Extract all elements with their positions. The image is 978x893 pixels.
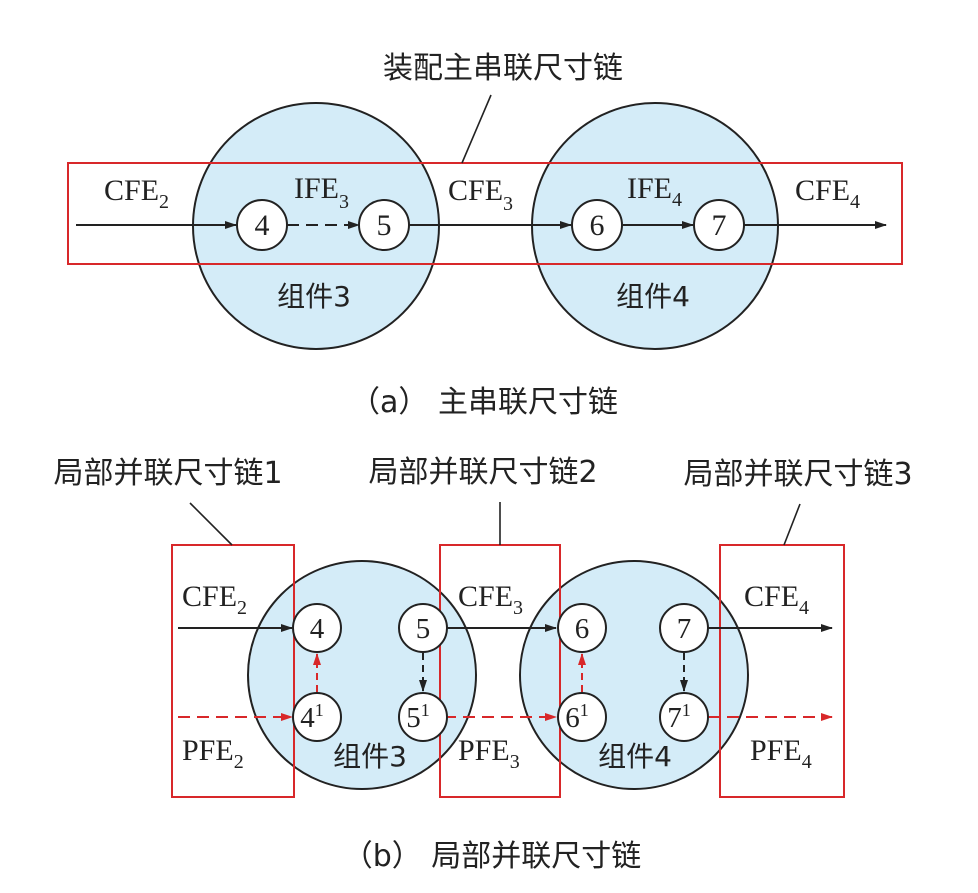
node-b-6-prime: 61 (557, 692, 607, 742)
main-chain-callout: 装配主串联尺寸链 (383, 51, 623, 86)
label-b-cfe4: CFE4 (744, 580, 809, 619)
svg-text:61: 61 (565, 700, 589, 734)
svg-text:7: 7 (712, 209, 727, 242)
local-chain-2-callout: 局部并联尺寸链2 (368, 455, 597, 490)
label-b-pfe4: PFE4 (750, 734, 812, 773)
label-a-cfe4: CFE4 (795, 174, 860, 213)
local-chain-1-callout: 局部并联尺寸链1 (53, 456, 282, 491)
local-parallel-chain-box-3 (719, 544, 845, 798)
node-a-4: 4 (236, 199, 288, 251)
svg-text:4: 4 (310, 613, 325, 645)
component-3-label-a: 组件3 (277, 280, 351, 313)
node-a-5: 5 (358, 199, 410, 251)
label-a-cfe3: CFE3 (448, 174, 513, 215)
part-b: 局部并联尺寸链1 局部并联尺寸链2 局部并联尺寸链3 4 5 6 (53, 455, 912, 874)
label-a-cfe2: CFE2 (104, 174, 169, 213)
svg-text:4: 4 (255, 209, 270, 242)
node-b-6: 6 (557, 603, 607, 653)
svg-text:5: 5 (377, 209, 392, 242)
part-a: 装配主串联尺寸链 4 5 6 7 CFE2 IFE3 CFE3 IFE4 CFE… (67, 51, 903, 420)
node-a-6: 6 (571, 199, 623, 251)
component-3-label-b: 组件3 (333, 740, 407, 773)
svg-text:7: 7 (677, 613, 692, 645)
local-parallel-chain-box-1 (171, 544, 295, 798)
node-b-7-prime: 71 (659, 692, 709, 742)
svg-text:71: 71 (667, 700, 691, 734)
label-b-cfe2: CFE2 (182, 580, 247, 619)
svg-text:6: 6 (575, 613, 590, 645)
component-4-label-a: 组件4 (616, 280, 690, 313)
svg-text:6: 6 (590, 209, 605, 242)
svg-text:51: 51 (406, 700, 430, 734)
node-b-4: 4 (292, 603, 342, 653)
local-chain-1-leader (189, 502, 233, 546)
node-b-7: 7 (659, 603, 709, 653)
node-b-5: 5 (398, 603, 448, 653)
main-chain-leader-line (461, 94, 492, 164)
node-b-4-prime: 41 (292, 692, 342, 742)
label-a-ife4: IFE4 (627, 172, 682, 211)
component-4-label-b: 组件4 (598, 740, 672, 773)
svg-text:41: 41 (300, 700, 324, 734)
svg-text:5: 5 (416, 613, 431, 645)
local-chain-3-callout: 局部并联尺寸链3 (683, 457, 912, 492)
label-b-cfe3: CFE3 (458, 580, 523, 619)
main-series-chain-box (67, 162, 903, 265)
label-a-ife3: IFE3 (294, 172, 349, 213)
local-chain-3-leader (783, 503, 801, 546)
caption-a: （a） 主串联尺寸链 (350, 385, 618, 420)
label-b-pfe2: PFE2 (182, 734, 244, 773)
label-b-pfe3: PFE3 (458, 734, 520, 773)
caption-b: （b） 局部并联尺寸链 (343, 839, 642, 874)
node-a-7: 7 (693, 199, 745, 251)
node-b-5-prime: 51 (398, 692, 448, 742)
